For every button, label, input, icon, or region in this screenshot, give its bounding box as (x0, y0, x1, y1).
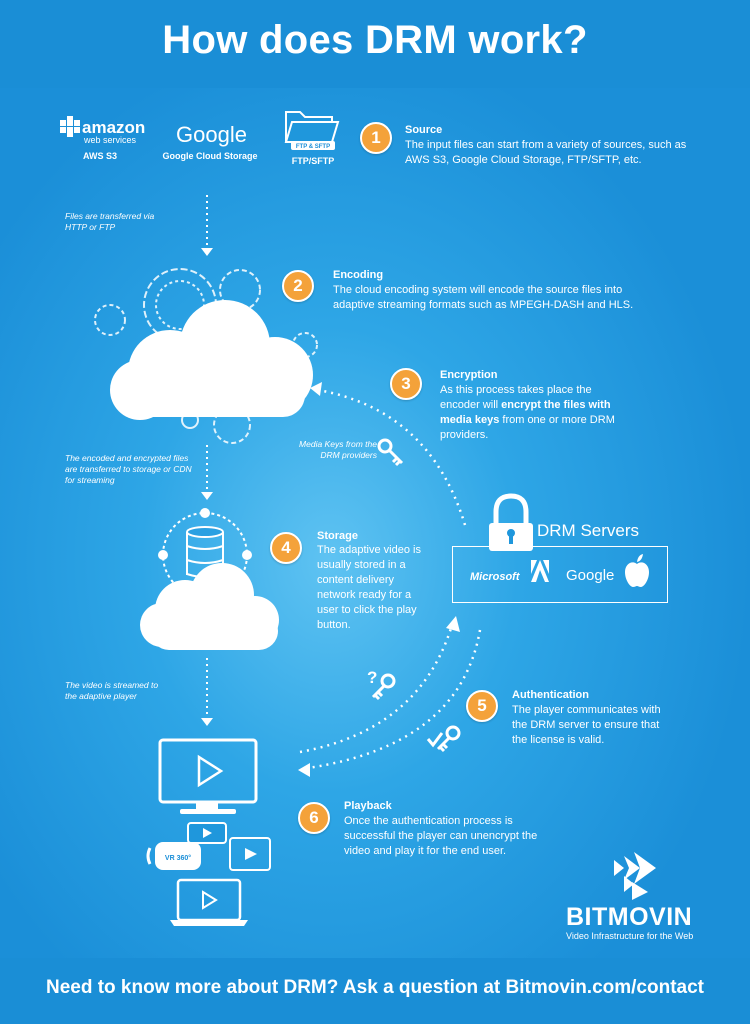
arrow-head-icon (298, 763, 310, 777)
amazon-logo-text: amazon (82, 118, 145, 137)
aws-s3-label: AWS S3 (82, 151, 117, 161)
media-keys-note: Media Keys from the DRM providers (299, 439, 377, 460)
ftp-tag: FTP & SFTP (296, 144, 330, 150)
arrow-head-icon (310, 382, 322, 396)
drm-servers-title: DRM Servers (537, 521, 640, 540)
arrow-head-icon (446, 616, 460, 632)
step-5-badge: 5 (466, 690, 498, 722)
step-1-title: Source (405, 124, 443, 136)
step-2-title: Encoding (333, 269, 384, 281)
arrow-down-icon (201, 492, 213, 500)
transfer-note: Files are transferred via HTTP or FTP (65, 211, 155, 232)
step-3-text: As this process takes place the encoder … (440, 384, 615, 441)
question-key-icon: ? (367, 668, 396, 701)
step-3-badge: 3 (390, 368, 422, 400)
folder-icon (284, 111, 340, 150)
ftp-label: FTP/SFTP (291, 156, 335, 166)
arrow-down-icon (201, 248, 213, 256)
step-5-text: The player communicates with the DRM ser… (512, 704, 661, 746)
step-6-badge: 6 (298, 802, 330, 834)
auth-request-arc (299, 624, 454, 754)
bitmovin-logo-icon (614, 852, 656, 900)
laptop-icon (170, 878, 248, 926)
drm-providers-box (452, 546, 668, 603)
amazon-logo-sub: web services (83, 135, 137, 145)
encoding-cloud-icon (110, 300, 313, 420)
lock-icon (489, 493, 533, 551)
auth-response-arc (307, 629, 482, 770)
check-key-icon (426, 725, 461, 753)
step-1-badge: 1 (360, 122, 392, 154)
svg-text:?: ? (367, 668, 377, 687)
vr-label: VR 360° (165, 854, 191, 862)
google-drm-logo: Google (566, 567, 614, 584)
step-6-title: Playback (344, 800, 392, 812)
step-2-text: The cloud encoding system will encode th… (333, 284, 634, 311)
step-1-text: The input files can start from a variety… (405, 139, 687, 166)
step-3-text-bold: encrypt the files with media keys (440, 399, 611, 426)
step-4-title: Storage (317, 530, 358, 542)
page-title: How does DRM work? (162, 18, 588, 62)
tablet-icon (229, 837, 271, 871)
apple-logo-icon (625, 554, 649, 587)
step-3-title: Encryption (440, 369, 498, 381)
gcs-label: Google Cloud Storage (162, 151, 258, 161)
storage-cloud-icon (140, 563, 279, 650)
amazon-logo: amazon web services (60, 116, 145, 145)
step-6-text: Once the authentication process is succe… (344, 815, 538, 857)
google-logo: Google (176, 122, 247, 147)
vr-headset-icon: VR 360° (146, 842, 201, 870)
step-4-text: The adaptive video is usually stored in … (317, 544, 421, 631)
footer-cta[interactable]: Need to know more about DRM? Ask a quest… (45, 977, 705, 998)
phone-icon (187, 822, 227, 844)
step-4-badge: 4 (270, 532, 302, 564)
step-2-badge: 2 (282, 270, 314, 302)
adobe-logo-icon (531, 560, 549, 582)
arrow-down-icon (201, 718, 213, 726)
encoded-note: The encoded and encrypted files are tran… (65, 453, 192, 485)
monitor-icon (158, 738, 258, 814)
key-icon (377, 438, 404, 467)
media-keys-arc (317, 388, 467, 526)
streamed-note: The video is streamed to the adaptive pl… (65, 680, 159, 701)
footer-bar (0, 958, 750, 1024)
bitmovin-tagline: Video Infrastructure for the Web (566, 931, 694, 941)
step-5-title: Authentication (512, 689, 589, 701)
bitmovin-wordmark: BITMOVIN (566, 903, 693, 931)
microsoft-logo: Microsoft (470, 571, 521, 583)
header-bar (0, 0, 750, 88)
